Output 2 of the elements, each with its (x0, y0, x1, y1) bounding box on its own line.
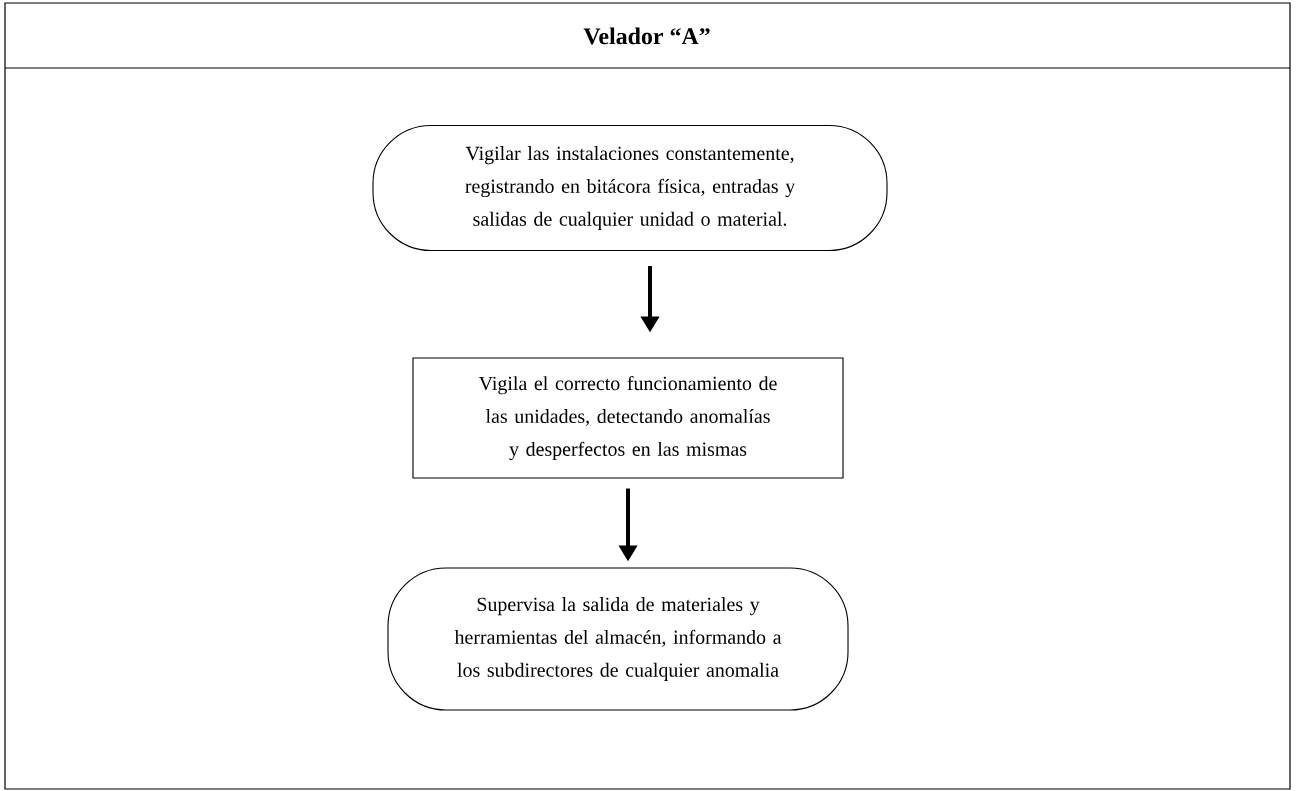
process-box: Vigila el correcto funcionamiento de las unidades, detectando anomalías y desperfectos en las mismas (412, 357, 844, 479)
title: Velador “A” (583, 27, 710, 45)
